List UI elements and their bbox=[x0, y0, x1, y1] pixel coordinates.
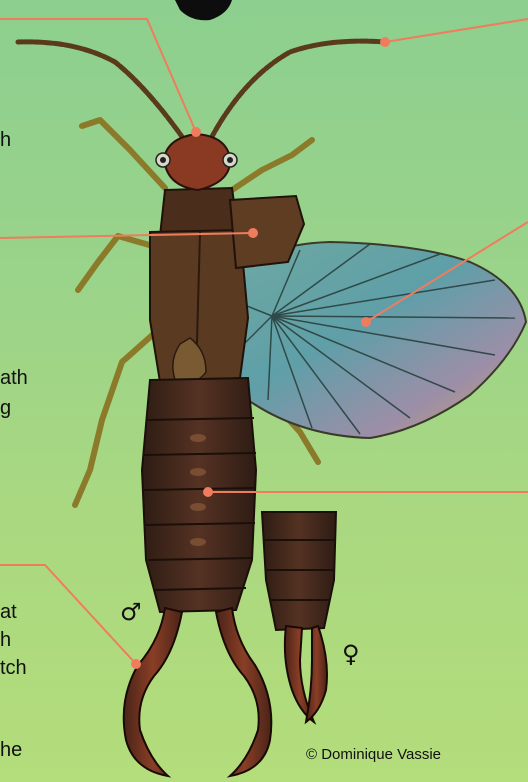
clipped-text-4: at bbox=[0, 600, 17, 624]
clipped-text-2: ath bbox=[0, 366, 28, 390]
top-dark-shape bbox=[175, 0, 232, 20]
antennae bbox=[18, 41, 385, 148]
female-sex-symbol-icon: ♀ bbox=[342, 640, 360, 668]
head bbox=[156, 134, 237, 190]
abdomen-male bbox=[142, 378, 256, 612]
clipped-text-7: he bbox=[0, 738, 22, 762]
clipped-text-5: h bbox=[0, 628, 11, 652]
illustration-credit: © Dominique Vassie bbox=[306, 746, 441, 763]
clipped-text-6: tch bbox=[0, 656, 27, 680]
clipped-text-1: h bbox=[0, 128, 11, 152]
pincers-male bbox=[124, 608, 272, 776]
hind-wing bbox=[204, 242, 526, 438]
male-sex-symbol-icon: ♂ bbox=[120, 598, 142, 626]
clipped-text-3: g bbox=[0, 396, 11, 420]
abdomen-female bbox=[262, 512, 336, 722]
